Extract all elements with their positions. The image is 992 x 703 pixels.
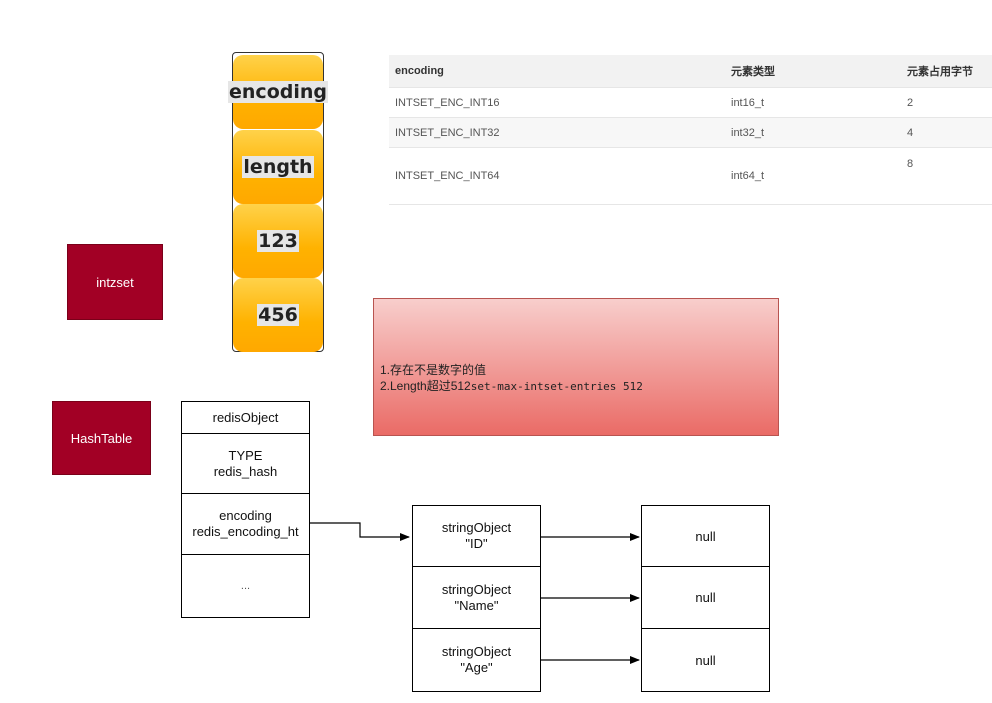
intset-cell-value-1: 123 <box>233 204 323 278</box>
table-header: encoding <box>389 55 725 88</box>
intset-cell-length: length <box>233 130 323 204</box>
intset-cell-value-2: 456 <box>233 278 323 352</box>
key-type: stringObject <box>441 644 512 659</box>
conversion-note-box <box>373 298 779 436</box>
table-header: 元素类型 <box>725 55 901 88</box>
table-cell: 4 <box>901 117 992 148</box>
value-null-cell: null <box>641 628 770 692</box>
type-value: redis_hash <box>213 463 278 479</box>
key-value: "Age" <box>460 660 493 675</box>
table-cell: int16_t <box>725 87 901 118</box>
encoding-to-dict-arrow <box>310 522 410 541</box>
redis-object-more: ... <box>181 554 310 618</box>
type-label: TYPE <box>228 447 263 463</box>
table-cell: INTSET_ENC_INT32 <box>389 117 725 148</box>
intset-label: intzset <box>67 244 163 320</box>
table-header-row: encoding 元素类型 元素占用字节 <box>389 55 992 88</box>
key-type: stringObject <box>441 581 512 597</box>
intset-cell-encoding: encoding <box>228 55 328 129</box>
key-id-cell: stringObject "ID" <box>412 505 541 567</box>
encoding-value: redis_encoding_ht <box>192 524 299 539</box>
table-row: INTSET_ENC_INT16 int16_t 2 <box>389 87 992 118</box>
intset-cell-text: 456 <box>257 304 299 326</box>
redis-object-type: TYPE redis_hash <box>181 433 310 494</box>
value-null-cell: null <box>641 505 770 567</box>
note-line-2-code: set-max-intset-entries 512 <box>470 380 643 393</box>
conversion-note-text: 1.存在不是数字的值 2.Length超过512set-max-intset-e… <box>380 362 643 395</box>
table-cell: INTSET_ENC_INT64 <box>389 147 725 205</box>
encoding-table: encoding 元素类型 元素占用字节 INTSET_ENC_INT16 in… <box>389 55 992 205</box>
encoding-label: encoding <box>219 508 272 523</box>
table-cell: int64_t <box>725 147 901 205</box>
key-name-cell: stringObject "Name" <box>412 566 541 629</box>
table-cell: int32_t <box>725 117 901 148</box>
table-cell: 2 <box>901 87 992 118</box>
table-row: INTSET_ENC_INT64 int64_t 8 <box>389 147 992 205</box>
table-cell: INTSET_ENC_INT16 <box>389 87 725 118</box>
table-row: INTSET_ENC_INT32 int32_t 4 <box>389 117 992 148</box>
intset-cell-text: encoding <box>228 81 328 103</box>
redis-object-encoding: encoding redis_encoding_ht <box>181 493 310 555</box>
key-value: "Name" <box>454 597 499 613</box>
note-line-1: 1.存在不是数字的值 <box>380 363 487 377</box>
note-line-2-prefix: 2.Length超过512 <box>380 379 471 393</box>
key-value: "ID" <box>465 536 488 551</box>
table-header: 元素占用字节 <box>901 55 992 88</box>
redis-object-title: redisObject <box>181 401 310 434</box>
intset-cell-text: length <box>242 156 314 178</box>
table-cell: 8 <box>901 147 992 205</box>
value-null-cell: null <box>641 566 770 629</box>
key-age-cell: stringObject "Age" <box>412 628 541 692</box>
note-line-2: 2.Length超过512set-max-intset-entries 512 <box>380 378 643 395</box>
key-type: stringObject <box>441 520 512 535</box>
hashtable-label: HashTable <box>52 401 151 475</box>
intset-cell-text: 123 <box>257 230 299 252</box>
